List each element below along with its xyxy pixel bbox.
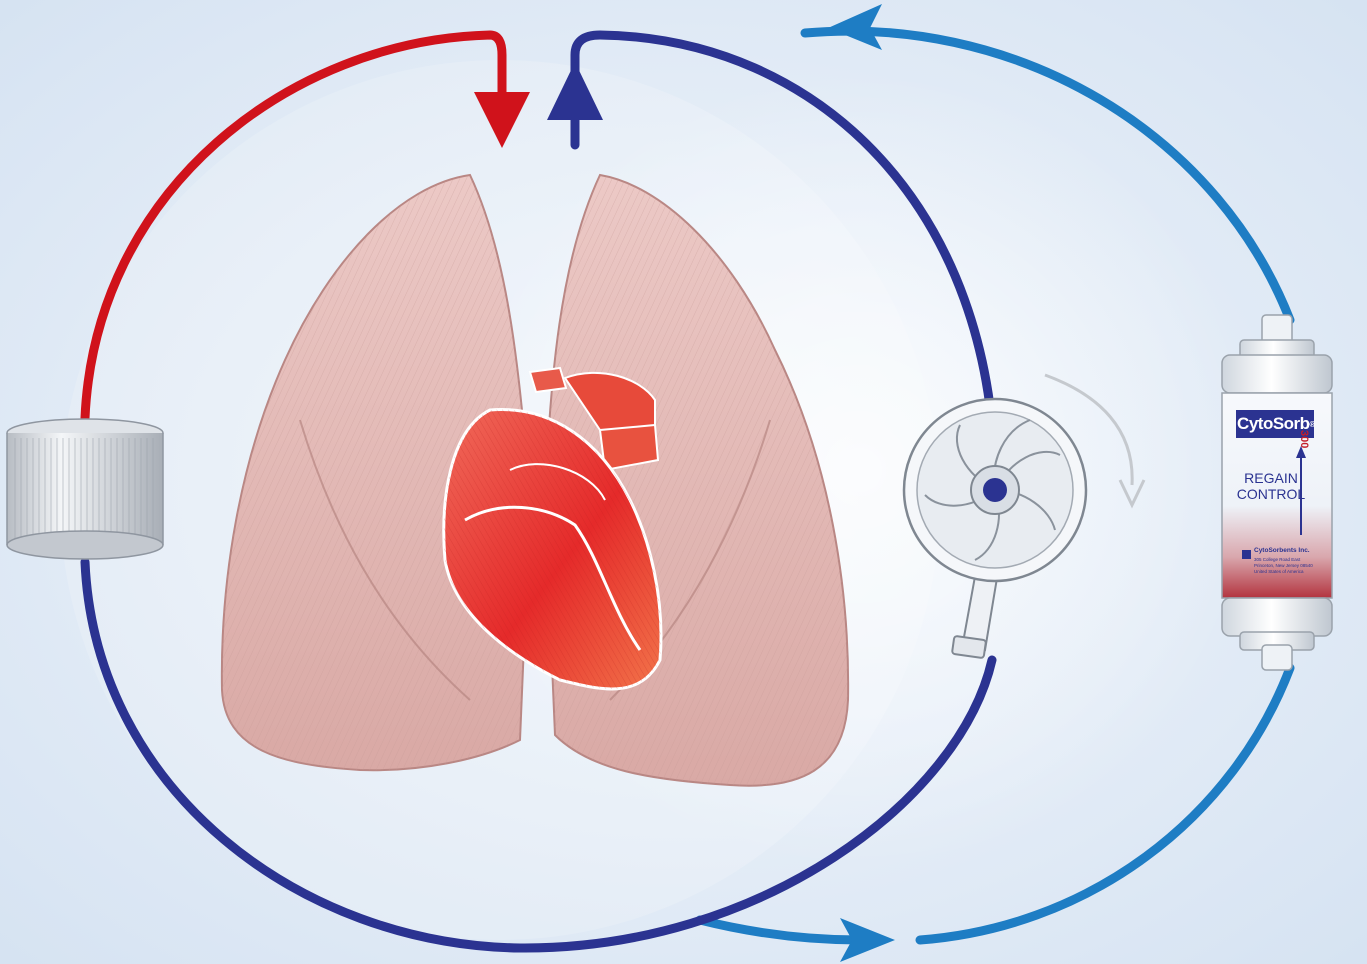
device-slogan-line1: REGAIN: [1226, 470, 1316, 486]
device-slogan-line2: CONTROL: [1226, 486, 1316, 502]
device-model: 300: [1298, 430, 1310, 448]
cylindrical-oxygenator-icon: [7, 419, 163, 559]
device-address-line2: Princeton, New Jersey 08540: [1254, 563, 1313, 568]
device-company: CytoSorbents Inc.: [1254, 547, 1310, 554]
device-address-line3: United States of America: [1254, 569, 1304, 574]
device-address-line1: 305 College Road East: [1254, 557, 1300, 562]
registered-mark: ®: [1310, 420, 1315, 429]
